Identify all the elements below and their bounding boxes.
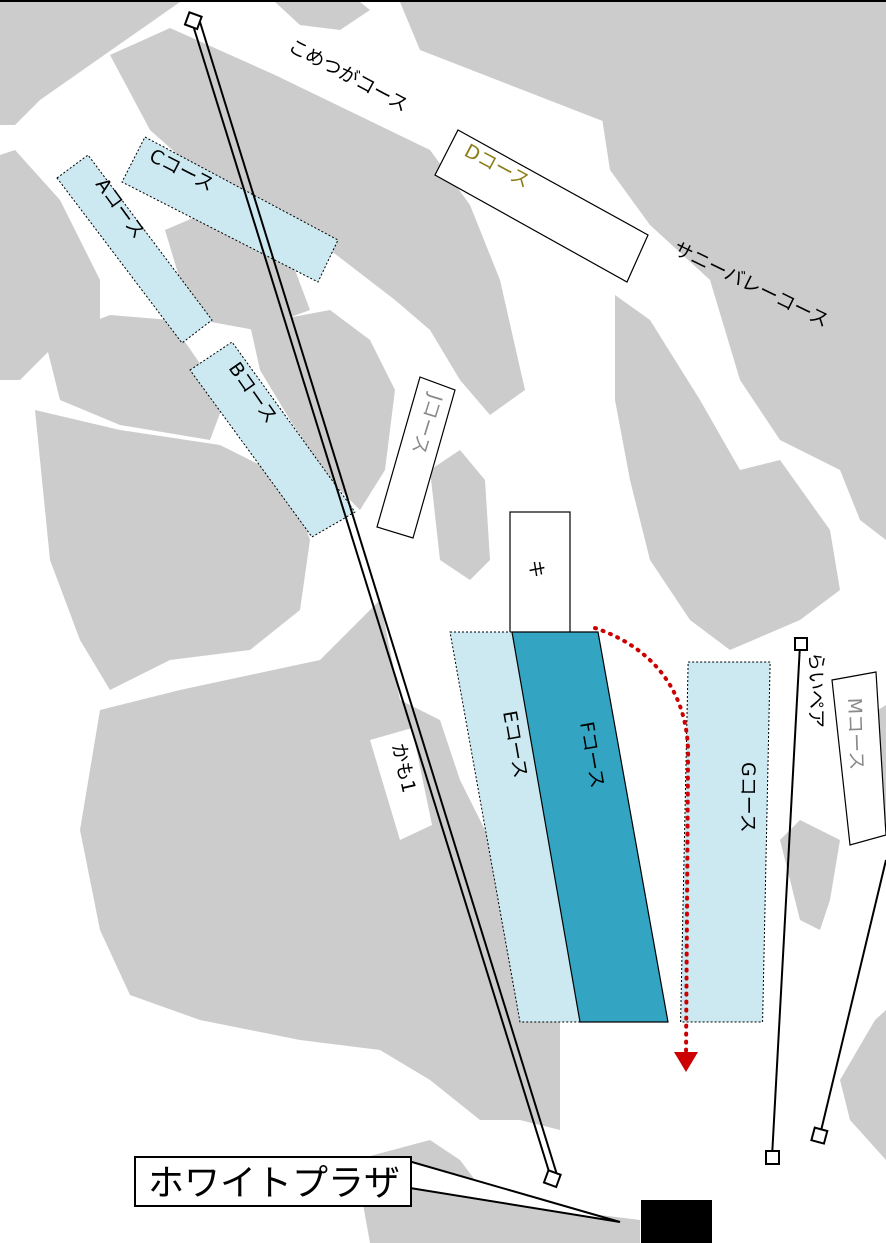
- course-areas: [56, 129, 886, 1023]
- course-e-area[interactable]: [449, 631, 583, 1023]
- lift-station-icon[interactable]: [542, 1169, 562, 1189]
- lift-station-icon[interactable]: [810, 1126, 829, 1145]
- building-icon[interactable]: [641, 1200, 712, 1243]
- lift-kamo1-line-b: [199, 21, 559, 1179]
- course-f-area[interactable]: [511, 631, 669, 1023]
- lift-station-icon[interactable]: [765, 1150, 780, 1165]
- course-j-area[interactable]: [376, 376, 456, 539]
- course-k-label: キ: [525, 560, 546, 578]
- route-arrow-icon: [593, 626, 691, 1060]
- lift-raipea-line: [771, 644, 801, 1158]
- lift-kamo1-label-box: [370, 728, 432, 840]
- course-m-area[interactable]: [831, 671, 886, 846]
- course-g-area[interactable]: [680, 661, 771, 1023]
- lift-station-icon[interactable]: [794, 637, 808, 651]
- course-a-area[interactable]: [56, 154, 213, 344]
- lift-raipea-label: らいペア: [805, 652, 827, 728]
- course-c-area[interactable]: [121, 136, 339, 283]
- route-arrowhead: [674, 1052, 698, 1072]
- course-d-area[interactable]: [434, 129, 649, 283]
- course-g-label: Gコース: [737, 762, 759, 833]
- lift-stations: [183, 11, 829, 1189]
- lift-station-icon[interactable]: [183, 11, 203, 31]
- lift-kamo1-line-a: [191, 21, 552, 1179]
- course-m-label: Mコース: [843, 697, 868, 770]
- lift-m-line: [819, 859, 886, 1136]
- white-plaza-label: ホワイトプラザ: [148, 1163, 400, 1204]
- white-plaza-callout: ホワイトプラザ: [134, 1156, 621, 1223]
- white-plaza-box[interactable]: [134, 1156, 412, 1207]
- lifts: [191, 21, 886, 1179]
- course-b-area[interactable]: [189, 341, 356, 538]
